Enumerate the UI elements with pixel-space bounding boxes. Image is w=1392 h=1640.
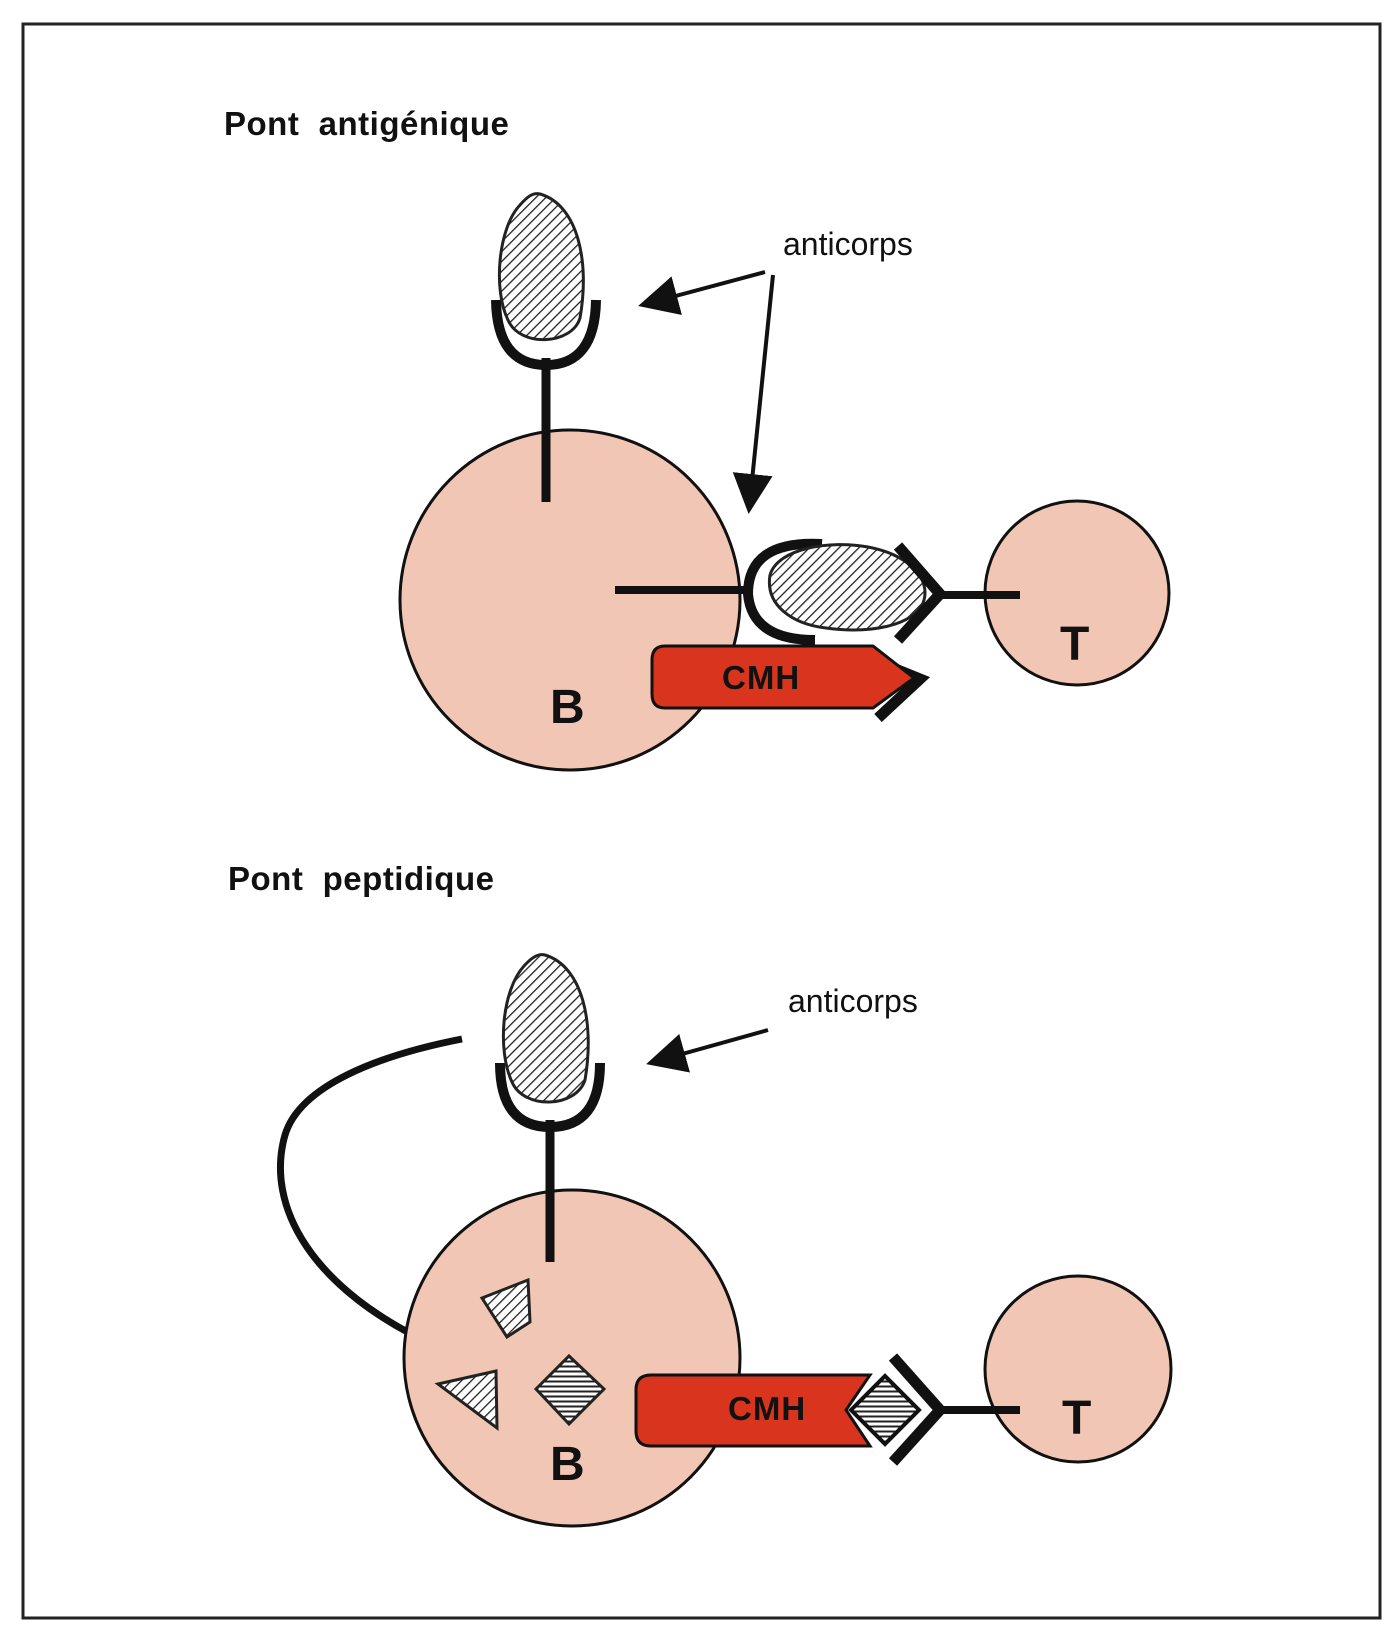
- panel-peptide-bridge: Pont peptidique anticorps B T CMH: [228, 860, 1173, 1528]
- mhc-label: CMH: [728, 1390, 806, 1427]
- antigen: [501, 953, 590, 1104]
- antigen: [767, 543, 927, 632]
- t-cell-receptor: [888, 1353, 1020, 1466]
- mhc-molecule: CMH: [634, 1373, 922, 1448]
- bridging-antibody: [615, 538, 927, 645]
- b-cell-label: B: [550, 681, 585, 734]
- antibody-callout: anticorps: [783, 226, 913, 262]
- panel-title: Pont antigénique: [224, 105, 509, 142]
- mhc-molecule: CMH: [650, 644, 917, 710]
- panel-title: Pont peptidique: [228, 860, 494, 897]
- panel-antigen-bridge: Pont antigénique anticorps B T: [224, 105, 1171, 772]
- t-cell-label: T: [1060, 618, 1089, 671]
- surface-antibody: [491, 192, 601, 502]
- mhc-label: CMH: [722, 659, 800, 696]
- internalization-arrow: [277, 1035, 463, 1352]
- b-cell-label: B: [550, 1438, 585, 1491]
- peptide: [848, 1373, 922, 1447]
- peptide-fragments: [434, 1277, 607, 1432]
- callout-arrow-left: [638, 270, 766, 315]
- callout-arrow-down: [732, 274, 775, 514]
- t-cell: [983, 1274, 1173, 1464]
- antigen: [497, 192, 585, 342]
- surface-antibody: [495, 953, 605, 1262]
- antibody-callout: anticorps: [788, 983, 918, 1019]
- t-cell-label: T: [1062, 1392, 1091, 1445]
- callout-arrow-left: [646, 1028, 769, 1073]
